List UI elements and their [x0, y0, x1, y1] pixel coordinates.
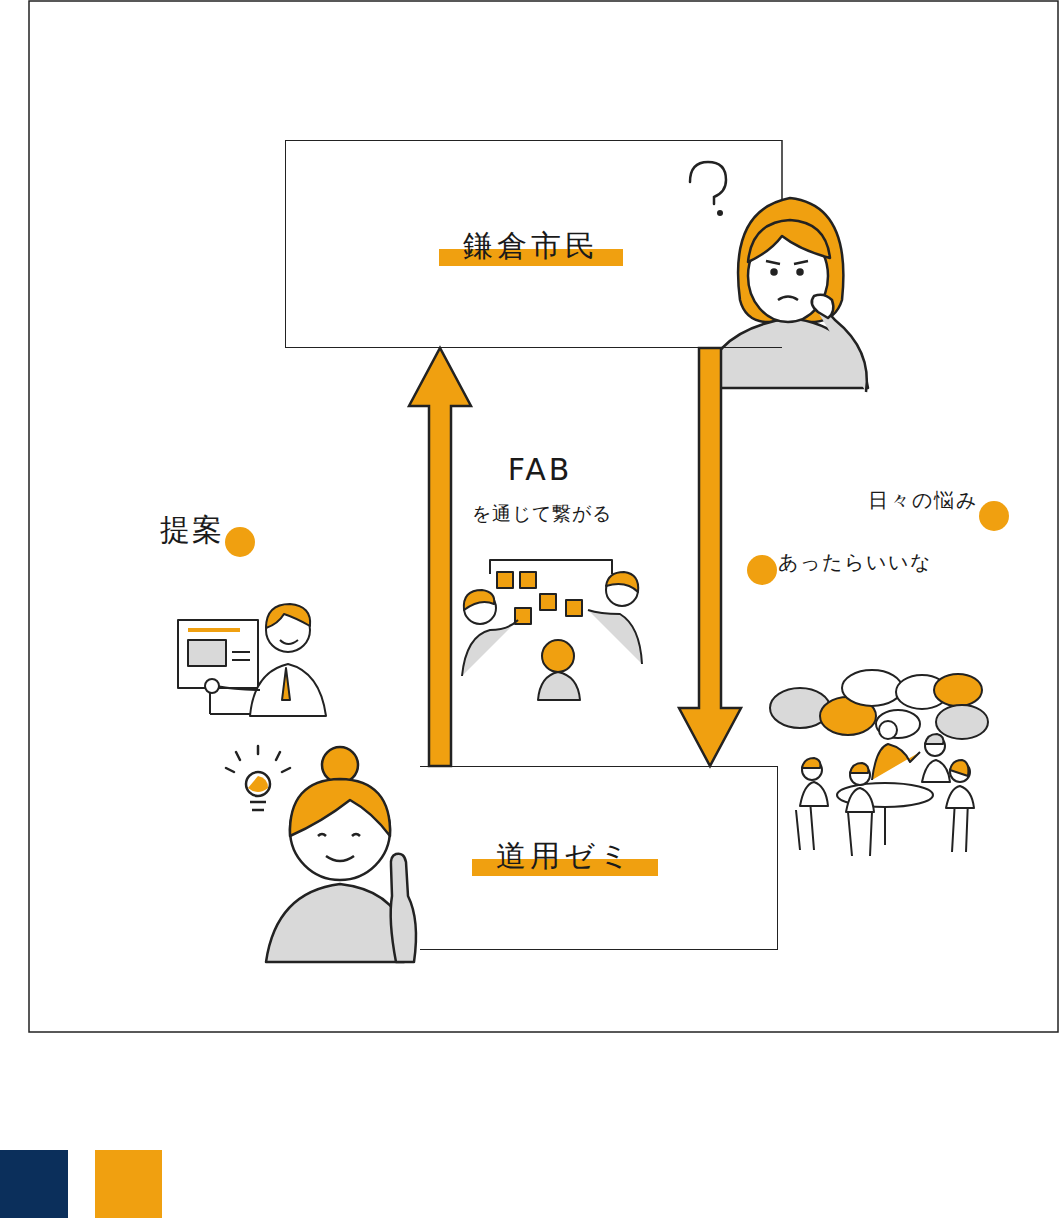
question-mark — [690, 162, 726, 216]
idea-woman-part — [391, 854, 416, 962]
presenter-part — [178, 620, 258, 688]
idea-woman-part — [326, 856, 354, 861]
presenter-part — [232, 659, 250, 661]
meeting-group-part — [884, 807, 886, 845]
sticky-note-group-part — [588, 610, 642, 664]
worried-woman-part — [766, 261, 808, 264]
meeting-group-part — [872, 744, 920, 780]
idea-woman-part — [290, 779, 390, 836]
question-mark-part — [690, 162, 726, 204]
presenter-part — [188, 628, 240, 632]
meeting-group-part — [842, 670, 902, 706]
presenter-part — [188, 640, 226, 666]
presenter — [178, 604, 326, 716]
presenter-part — [216, 686, 260, 690]
idea-woman-part — [266, 884, 404, 962]
idea-woman — [226, 746, 416, 962]
worried-woman-part — [798, 270, 803, 275]
meeting-group-part — [922, 760, 950, 782]
worried-woman-part — [778, 297, 798, 301]
sticky-note-group-part — [542, 640, 574, 672]
seminar-box: 道用ゼミ — [420, 766, 778, 950]
worried-woman-part — [738, 198, 843, 322]
idea-woman-part — [322, 747, 358, 783]
sticky-note-group-part — [462, 620, 518, 676]
flow-arrow — [409, 348, 471, 766]
presenter-part — [205, 679, 219, 693]
meeting-group-part — [876, 710, 920, 738]
worried-woman-part — [812, 295, 834, 318]
meeting-group-part — [879, 721, 897, 739]
sticky-note-group-part — [538, 672, 580, 700]
presenter-part — [250, 664, 326, 716]
label-dots-part — [747, 555, 777, 585]
meeting-group-part — [946, 786, 974, 808]
meeting-group — [770, 670, 988, 856]
idea-woman-part — [318, 834, 360, 836]
question-mark-part — [717, 210, 723, 216]
outer-frame — [29, 1, 1058, 1032]
label-dots-part — [979, 501, 1009, 531]
worries-label: 日々の悩み — [868, 488, 978, 512]
idea-woman-part — [226, 746, 290, 772]
label-dots-part — [225, 527, 255, 557]
presenter-part — [280, 640, 298, 644]
outer-frame-part — [29, 1, 1058, 1032]
idea-woman-part — [290, 780, 390, 880]
sticky-note-group-part — [520, 572, 536, 588]
connect-label: を通じて繋がる — [472, 502, 612, 525]
legend-swatches-part — [95, 1150, 162, 1218]
idea-woman-part — [246, 772, 270, 796]
presenter-part — [282, 668, 290, 700]
citizen-box: 鎌倉市民 — [285, 140, 782, 348]
legend-swatches — [0, 1150, 162, 1218]
sticky-note-group — [462, 560, 642, 700]
worried-woman-part — [772, 270, 777, 275]
legend-swatches-part — [0, 1150, 68, 1218]
meeting-group-part — [936, 705, 988, 739]
box-edge-segment — [782, 140, 783, 205]
proposal-label: 提案 — [160, 512, 224, 548]
meeting-group-part — [802, 758, 820, 768]
worried-woman — [703, 198, 868, 392]
meeting-group-part — [800, 782, 828, 806]
node-title: 道用ゼミ — [472, 836, 658, 876]
sticky-note-group-part — [464, 590, 494, 610]
wish-label: あったらいいな — [778, 550, 932, 574]
meeting-group-part — [950, 760, 968, 776]
meeting-group-part — [934, 674, 982, 706]
presenter-part — [266, 604, 310, 628]
sticky-note-group-part — [540, 594, 556, 610]
sticky-note-group-part — [497, 572, 513, 588]
node-title: 鎌倉市民 — [439, 226, 623, 266]
fab-label: FAB — [508, 452, 573, 488]
presenter-part — [232, 651, 250, 653]
sticky-note-group-part — [566, 600, 582, 616]
worried-woman-part — [748, 220, 830, 262]
meeting-group-part — [846, 788, 874, 812]
idea-woman-part — [250, 801, 266, 804]
flow-arrow — [679, 348, 741, 766]
sticky-note-group-part — [606, 572, 638, 592]
meeting-group-part — [850, 763, 868, 773]
idea-woman-part — [248, 776, 268, 792]
box-edge-segment-part — [781, 140, 783, 205]
idea-woman-part — [252, 809, 264, 812]
meeting-group-part — [796, 800, 814, 850]
meeting-group-part — [925, 734, 943, 744]
meeting-group-part — [848, 812, 872, 856]
worried-woman-part — [818, 312, 867, 392]
